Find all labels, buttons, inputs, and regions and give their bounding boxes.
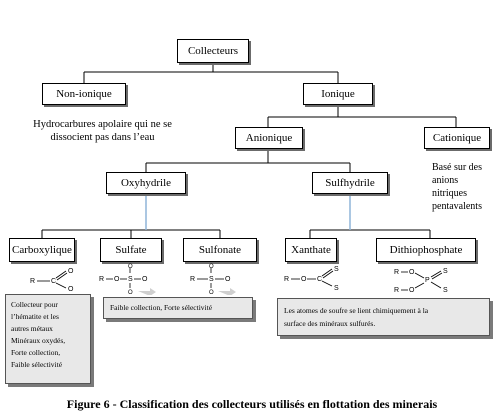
note-carboxylique-line: l’hématite et les xyxy=(11,312,59,321)
formula-atom: R xyxy=(394,269,399,276)
formula-bond xyxy=(55,270,67,279)
node-xanthate: Xanthate xyxy=(285,238,337,262)
cationique-description-line: nitriques xyxy=(432,188,467,199)
note-carboxylique-line: Collecteur pour xyxy=(11,300,58,309)
node-sulfonate: Sulfonate xyxy=(183,238,257,262)
formula-atom: R xyxy=(190,276,195,283)
node-sulfate: Sulfate xyxy=(100,238,162,262)
formula-bond xyxy=(431,272,443,280)
formula-bond xyxy=(430,281,442,289)
formula-atom: O xyxy=(209,290,214,295)
figure-caption: Figure 6 - Classification des collecteur… xyxy=(66,397,438,411)
node-oxyhydrile: Oxyhydrile xyxy=(106,172,186,194)
dithiophosphate-formula: R O P S S O R xyxy=(394,268,448,294)
note-sulfhydrile-line: Les atomes de soufre se lient chimiqueme… xyxy=(284,306,429,315)
formula-atom: S xyxy=(334,266,339,273)
sulfate-formula: R O S O O O xyxy=(99,264,156,295)
node-carboxylique: Carboxylique xyxy=(9,238,75,262)
formula-atom: R xyxy=(30,278,35,285)
formula-atom: S xyxy=(443,268,448,275)
formula-atom: O xyxy=(68,268,74,275)
formula-bond xyxy=(414,272,425,279)
formula-bond xyxy=(56,272,68,281)
formula-atom: O xyxy=(409,269,415,276)
shadow-arrow xyxy=(218,288,236,295)
note-carboxylique-line: Minéraux oxydés, xyxy=(11,336,66,345)
cationique-description-line: anions xyxy=(432,175,459,186)
note-sulfate-sulfonate-text: Faible collection, Forte sélectivité xyxy=(110,303,213,312)
formula-atom: O xyxy=(142,276,148,283)
formula-bond xyxy=(55,282,67,289)
carboxylique-formula: R C O O xyxy=(30,268,74,292)
shadow-arrow xyxy=(138,288,156,295)
formula-atom: C xyxy=(51,278,56,285)
formula-atom: O xyxy=(409,287,415,294)
note-carboxylique-line: autres métaux xyxy=(11,324,53,333)
node-dithiophosphate: Dithiophosphate xyxy=(376,238,476,262)
xanthate-formula: R O C S S xyxy=(284,266,339,292)
formula-atom: S xyxy=(443,287,448,294)
sulfonate-formula: R S O O O xyxy=(190,264,236,295)
formula-atom: O xyxy=(114,276,120,283)
note-carboxylique-line: Forte collection, xyxy=(11,348,61,357)
node-cationique: Cationique xyxy=(424,127,490,149)
formula-atom: P xyxy=(425,277,430,284)
note-sulfate-sulfonate: Faible collection, Forte sélectivité xyxy=(103,297,253,319)
note-sulfhydrile: Les atomes de soufre se lient chimiqueme… xyxy=(277,298,490,336)
cationique-description-line: Basé sur des xyxy=(432,162,482,173)
node-ionique: Ionique xyxy=(303,83,373,105)
formula-atom: R xyxy=(394,287,399,294)
note-carboxylique-line: Faible sélectivité xyxy=(11,360,63,369)
node-collecteurs: Collecteurs xyxy=(177,39,249,63)
non-ionique-description-line: dissocient pas dans l’eau xyxy=(50,132,155,143)
non-ionique-description-line: Hydrocarbures apolaire qui ne se xyxy=(33,119,172,130)
formula-atom: O xyxy=(68,286,74,292)
formula-bond xyxy=(430,270,442,278)
formula-bond xyxy=(321,268,333,277)
formula-atom: O xyxy=(128,290,133,295)
formula-atom: O xyxy=(225,276,231,283)
formula-bond xyxy=(322,270,334,279)
formula-atom: S xyxy=(128,276,133,283)
formula-atom: O xyxy=(209,264,214,270)
cationique-description: Basé sur des anions nitriques pentavalen… xyxy=(432,161,502,213)
formula-atom: C xyxy=(317,276,322,283)
note-sulfhydrile-line: surface des minéraux sulfurés. xyxy=(284,319,376,328)
formula-atom: O xyxy=(301,276,307,283)
formula-bond xyxy=(321,280,333,287)
node-sulfhydrile: Sulfhydrile xyxy=(312,172,388,194)
formula-atom: O xyxy=(128,264,133,270)
note-carboxylique: Collecteur pour l’hématite et les autres… xyxy=(5,294,91,384)
formula-atom: S xyxy=(334,285,339,292)
formula-atom: R xyxy=(99,276,104,283)
formula-bond xyxy=(414,282,425,289)
cationique-description-line: pentavalents xyxy=(432,201,482,212)
non-ionique-description: Hydrocarbures apolaire qui ne se dissoci… xyxy=(30,118,175,144)
node-anionique: Anionique xyxy=(235,127,303,149)
formula-atom: S xyxy=(209,276,214,283)
node-non-ionique: Non-ionique xyxy=(42,83,126,105)
formula-atom: R xyxy=(284,276,289,283)
